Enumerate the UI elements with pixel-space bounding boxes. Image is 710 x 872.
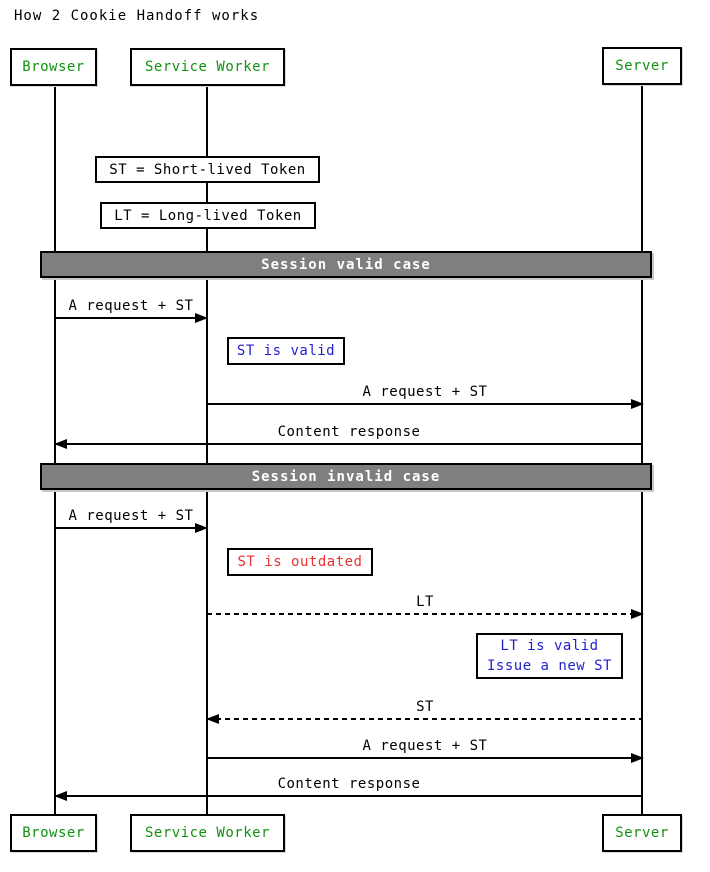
note-line-1: LT is valid — [500, 638, 599, 654]
note-label: ST is outdated — [237, 554, 363, 570]
section-band-session-valid: Session valid case — [40, 251, 652, 278]
message-line — [207, 757, 643, 759]
lifeline-browser — [54, 86, 56, 814]
definition-label: LT = Long-lived Token — [114, 207, 302, 224]
message-line — [55, 795, 643, 797]
participant-label: Service Worker — [144, 59, 270, 75]
message-content-response-server-to-browser-2: Content response — [54, 773, 643, 801]
participant-label: Browser — [22, 59, 85, 75]
arrowhead-left-icon — [54, 791, 67, 801]
message-content-response-server-to-browser: Content response — [54, 421, 643, 449]
message-label: Content response — [277, 424, 421, 440]
arrowhead-left-icon — [206, 714, 219, 724]
message-request-st-sw-to-server: A request + ST — [207, 381, 644, 409]
message-request-st-sw-to-server-2: A request + ST — [207, 735, 644, 763]
note-label: ST is valid — [236, 343, 336, 359]
message-lt-sw-to-server: LT — [207, 591, 644, 619]
section-label: Session invalid case — [251, 468, 441, 485]
note-line-2: Issue a new ST — [486, 658, 612, 674]
participant-bottom-server: Server — [602, 814, 682, 852]
message-line — [55, 317, 207, 319]
diagram-title: How 2 Cookie Handoff works — [14, 8, 260, 24]
message-request-st-browser-to-sw-2: A request + ST — [55, 505, 208, 533]
participant-label: Server — [615, 58, 669, 74]
message-request-st-browser-to-sw: A request + ST — [55, 295, 208, 323]
note-lt-is-valid-issue-new-st: LT is valid Issue a new ST — [476, 633, 623, 679]
message-label: A request + ST — [68, 298, 194, 314]
message-label: A request + ST — [68, 508, 194, 524]
note-st-is-outdated: ST is outdated — [227, 548, 373, 576]
arrowhead-right-icon — [631, 753, 644, 763]
participant-bottom-service-worker: Service Worker — [130, 814, 285, 852]
participant-label: Service Worker — [144, 825, 270, 841]
note-st-is-valid: ST is valid — [227, 337, 345, 365]
definition-long-lived-token: LT = Long-lived Token — [100, 202, 316, 229]
arrowhead-left-icon — [54, 439, 67, 449]
section-band-session-invalid: Session invalid case — [40, 463, 652, 490]
message-label: LT — [416, 594, 434, 610]
message-label: ST — [416, 699, 434, 715]
arrowhead-right-icon — [631, 609, 644, 619]
definition-short-lived-token: ST = Short-lived Token — [95, 156, 320, 183]
lifeline-service-worker — [206, 86, 208, 814]
participant-top-browser: Browser — [10, 48, 97, 86]
message-line — [207, 403, 643, 405]
participant-top-server: Server — [602, 47, 682, 85]
message-st-server-to-sw: ST — [206, 696, 643, 724]
message-label: A request + ST — [362, 384, 488, 400]
participant-top-service-worker: Service Worker — [130, 48, 285, 86]
participant-bottom-browser: Browser — [10, 814, 97, 852]
lifeline-server — [641, 86, 643, 814]
arrowhead-right-icon — [195, 523, 208, 533]
message-line — [55, 527, 207, 529]
message-label: Content response — [277, 776, 421, 792]
message-line-dashed — [207, 718, 643, 720]
participant-label: Browser — [22, 825, 85, 841]
arrowhead-right-icon — [631, 399, 644, 409]
message-label: A request + ST — [362, 738, 488, 754]
participant-label: Server — [615, 825, 669, 841]
message-line — [55, 443, 643, 445]
message-line-dashed — [207, 613, 643, 615]
arrowhead-right-icon — [195, 313, 208, 323]
section-label: Session valid case — [261, 256, 431, 273]
definition-label: ST = Short-lived Token — [109, 161, 306, 178]
